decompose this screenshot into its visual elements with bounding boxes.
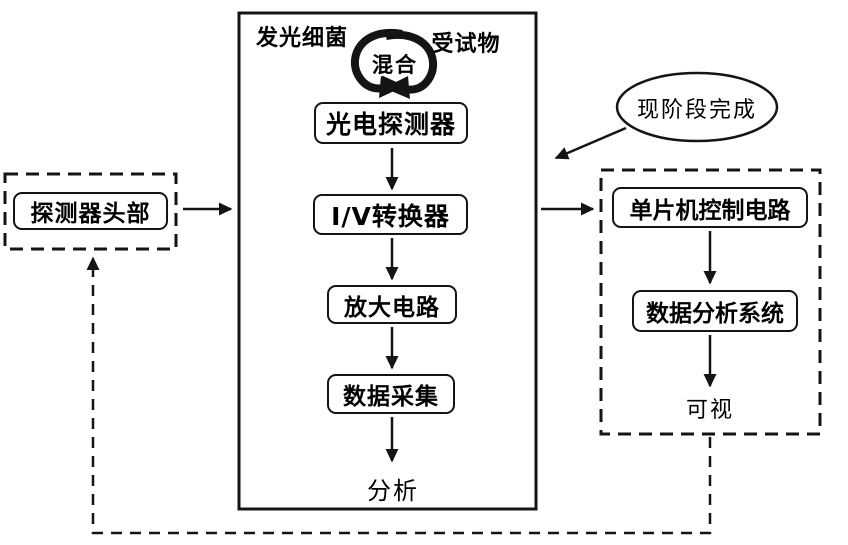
label-status-callout: 现阶段完成 <box>636 97 757 123</box>
main-unit-outline <box>237 11 538 511</box>
node-amplifier-circuit: 放大电路 <box>327 285 457 324</box>
mix-cycle-right-arrowhead <box>384 76 410 99</box>
node-iv-converter: I/V转换器 <box>313 194 468 235</box>
node-data-analysis-system: 数据分析系统 <box>632 290 798 332</box>
label-analysis: 分析 <box>367 476 419 505</box>
label-visual-output: 可视 <box>685 397 734 423</box>
node-photodetector: 光电探测器 <box>314 102 468 144</box>
detector-head-module-outline <box>3 172 178 251</box>
label-test-substance: 受试物 <box>431 31 501 57</box>
callout-arrow <box>554 126 627 160</box>
mix-cycle-right-arrow <box>385 30 438 94</box>
node-data-acquisition: 数据采集 <box>327 374 455 414</box>
label-luminescent-bacteria: 发光细菌 <box>255 25 348 51</box>
label-mix: 混合 <box>372 53 418 77</box>
status-callout-ellipse <box>615 71 779 143</box>
feedback-dashed-path <box>86 256 712 535</box>
node-mcu-control-circuit: 单片机控制电路 <box>612 187 808 228</box>
mix-cycle-left-arrow <box>350 28 403 93</box>
control-module-outline <box>599 168 822 436</box>
node-detector-head: 探测器头部 <box>13 192 168 230</box>
